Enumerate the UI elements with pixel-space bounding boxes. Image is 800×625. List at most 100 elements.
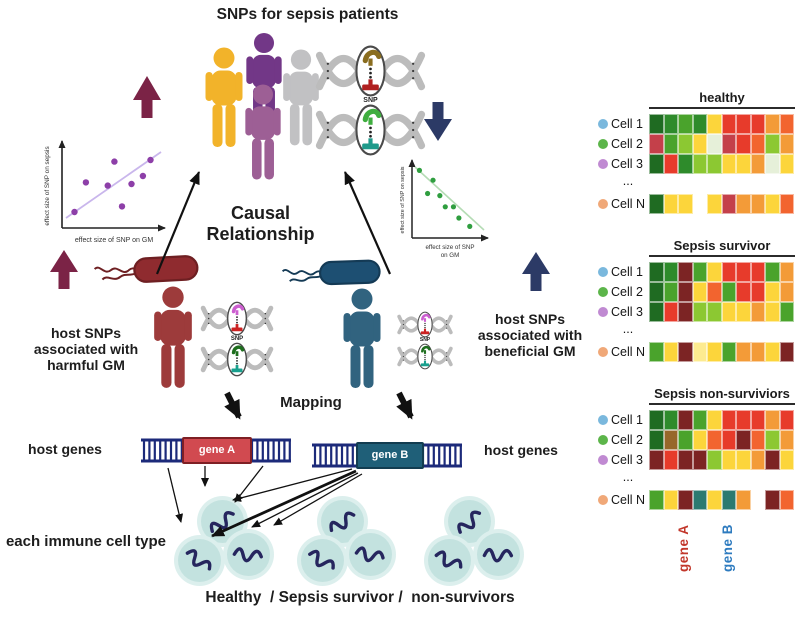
heatmap-row-label: Cell N: [611, 493, 646, 507]
heatmap-cell: [765, 450, 780, 470]
heatmap-cell: [736, 194, 751, 214]
heatmap-cell: [707, 410, 722, 430]
heatmap-cell: [678, 114, 693, 134]
ellipsis-label: ...: [622, 173, 634, 188]
heatmap-cell: [736, 134, 751, 154]
heatmap-row-label: Cell N: [611, 345, 646, 359]
cell-type-dot-icon: [598, 267, 608, 277]
heatmap-cell: [736, 410, 751, 430]
scatter-dot: [450, 204, 457, 210]
heatmap-cell: [663, 410, 678, 430]
heatmap-cell: [721, 114, 736, 134]
heatmap-cell: [765, 262, 780, 282]
spacer: [598, 472, 608, 482]
chromosome-squiggle-icon: [308, 549, 335, 570]
gene-to-cell-arrow: [232, 468, 353, 502]
heatmap-cell: [692, 282, 707, 302]
dna-snp-icon-right: SNP: [396, 311, 454, 370]
heatmap-cell: [707, 262, 722, 282]
host-genes-label-right: host genes: [484, 442, 558, 458]
heatmap-cell: [721, 154, 736, 174]
host-genes-label-left: host genes: [28, 441, 102, 457]
scatter-dot: [425, 190, 431, 197]
heatmap-cell: [779, 490, 794, 510]
heatmap-cell: [707, 282, 722, 302]
heatmap-cell: [707, 450, 722, 470]
figure-title: SNPs for sepsis patients: [216, 6, 399, 23]
heatmap-cell: [678, 430, 693, 450]
dna-snp-icon-left: SNP: [199, 301, 275, 377]
heatmap-cell: [663, 342, 678, 362]
heatmap-cell: [765, 194, 780, 214]
heatmap-cell: [649, 342, 664, 362]
heatmap-cell: [721, 410, 736, 430]
x-axis-label: effect size of SNP on GM: [75, 237, 154, 244]
beneficial-gm-label: host SNPs associated with beneficial GM: [477, 311, 583, 359]
heatmap-cell: [692, 302, 707, 322]
heatmap-cell: [736, 450, 751, 470]
cell-type-dot-icon: [598, 119, 608, 129]
scatter-dot: [118, 203, 126, 210]
heatmap-ellipsis-row: ...: [596, 322, 796, 336]
scatter-dots: [71, 156, 154, 216]
heatmap-cell: [692, 262, 707, 282]
heatmap-cell: [750, 302, 765, 322]
heatmap-cell: [649, 134, 664, 154]
heatmap-cell: [707, 430, 722, 450]
heatmap-row-label: Cell 3: [611, 157, 643, 171]
heatmap-cell-strip: [649, 282, 794, 302]
cell-type-dot-icon: [598, 495, 608, 505]
heatmap-cell: [750, 194, 765, 214]
gene-to-cell-arrow: [234, 465, 264, 503]
heatmap-cell: [692, 430, 707, 450]
heatmap-cell: [736, 114, 751, 134]
heatmap-row: Cell 1: [596, 262, 796, 282]
cell-type-dot-icon: [598, 435, 608, 445]
scatter-dot: [442, 204, 448, 210]
dna-segment-icon: [396, 311, 454, 338]
heatmap-cell: [736, 302, 751, 322]
heatmap-row: Cell 2: [596, 134, 796, 154]
heatmap-cell: [678, 302, 693, 322]
heatmap-cell: [649, 154, 664, 174]
cell-type-dot-icon: [598, 287, 608, 297]
heatmap-cell-strip: [649, 450, 794, 470]
heatmap-cell: [663, 154, 678, 174]
heatmap-ellipsis-row: ...: [596, 173, 796, 188]
heatmap-row: Cell 3: [596, 154, 796, 174]
chromosome-squiggle-icon: [434, 550, 463, 569]
heatmap-row: Cell 1: [596, 114, 796, 134]
down-arrow-navy: [424, 102, 452, 141]
mapping-arrow-left: [224, 391, 242, 420]
heatmap-cell: [678, 410, 693, 430]
scatter-plot-positive: effect size of SNP on sepsis effect size…: [44, 140, 166, 244]
heatmap-cell: [663, 134, 678, 154]
heatmap-cell: [678, 450, 693, 470]
heatmap-row-label: Cell N: [611, 197, 646, 211]
mapping-label: Mapping: [280, 394, 342, 411]
heatmap-cell: [721, 430, 736, 450]
dna-segment-icon: [199, 301, 275, 336]
heatmap-cell: [750, 282, 765, 302]
heatmap-cell-strip: [649, 154, 794, 174]
immune-cell: [448, 500, 491, 543]
scatter-dot: [456, 215, 462, 221]
beneficial-bacterium-icon: [280, 254, 383, 292]
heatmap-cell: [707, 342, 722, 362]
immune-cell: [301, 539, 344, 582]
scatter-dots: [416, 167, 473, 229]
heatmap-cell-strip: [649, 342, 794, 362]
heatmap-cell: [736, 262, 751, 282]
immune-cell: [477, 533, 520, 576]
dna-segment-icon: [313, 104, 428, 156]
heatmap-cell: [678, 262, 693, 282]
scatter-dot: [430, 177, 436, 183]
x-axis-label-line1: effect size of SNP: [425, 244, 474, 251]
heatmap-cell: [663, 282, 678, 302]
trend-line-up: [65, 151, 162, 219]
heatmap-cell: [721, 490, 736, 510]
scatter-dot: [416, 167, 423, 173]
heatmap-cell: [750, 114, 765, 134]
